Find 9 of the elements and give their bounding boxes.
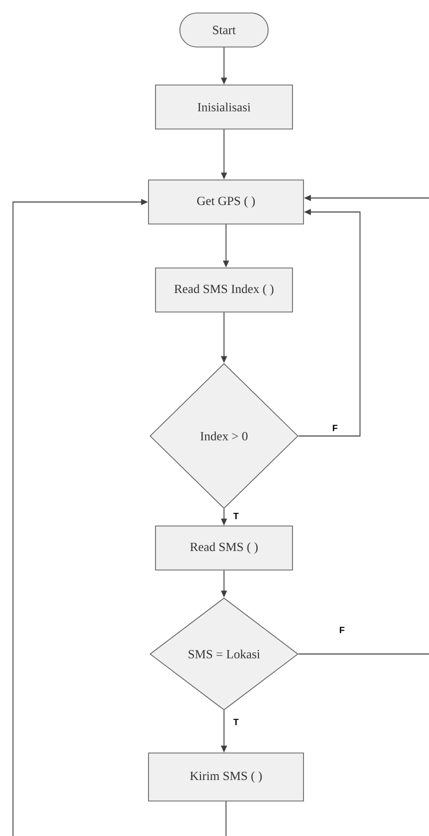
- edge-label: F: [332, 424, 338, 432]
- edge-label: T: [233, 718, 239, 726]
- process-box: Inisialisasi: [155, 84, 293, 130]
- process-box: Read SMS Index ( ): [155, 268, 293, 312]
- process-box: Read SMS ( ): [155, 526, 293, 570]
- process-box: Kirim SMS ( ): [148, 752, 304, 802]
- process-box: Get GPS ( ): [148, 180, 304, 224]
- edge-label: T: [233, 512, 239, 520]
- edge-label: F: [340, 626, 344, 634]
